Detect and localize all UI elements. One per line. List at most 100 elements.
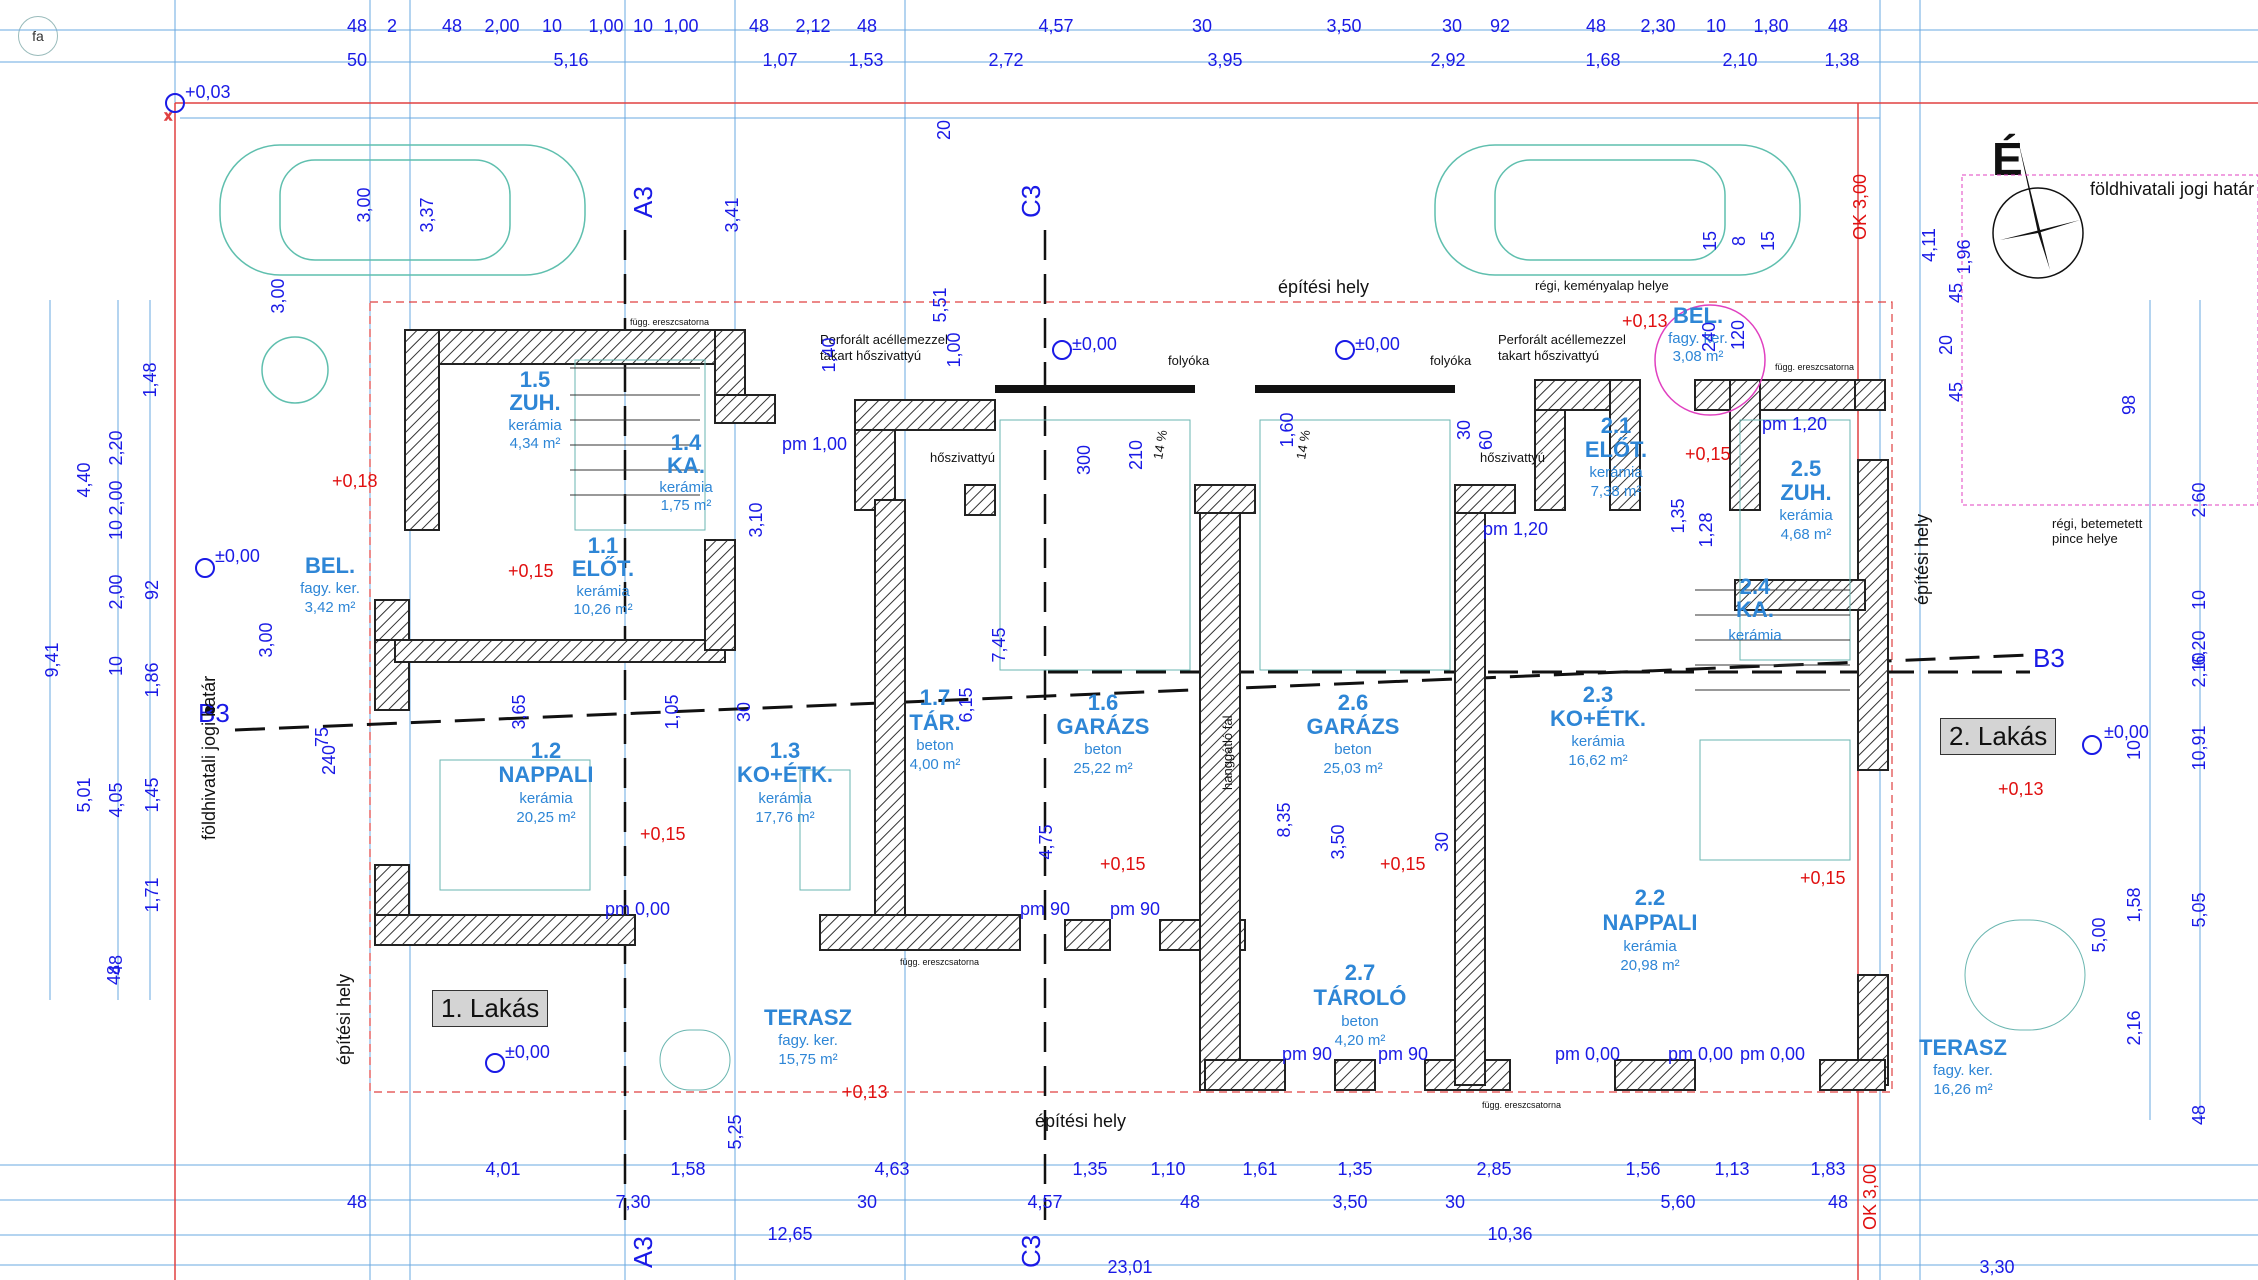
level-red-5: +0,15 — [1380, 854, 1426, 874]
dimension-label: 3,50 — [1326, 16, 1361, 36]
dimension-label: 45 — [1946, 382, 1966, 402]
building-envelope — [369, 301, 1893, 1093]
room-1-4-name: KA. — [667, 453, 705, 478]
dimension-label: 1,35 — [1337, 1159, 1372, 1179]
pm-11: pm 1,00 — [782, 434, 847, 454]
axis-b3-right: B3 — [2033, 643, 2065, 673]
dimension-label: 4,11 — [1919, 228, 1939, 262]
room-2-7-id: 2.7 — [1345, 960, 1376, 985]
dimension-label: 1,60 — [1277, 412, 1297, 447]
room-terasz-2-material: fagy. ker. — [1933, 1062, 1993, 1079]
room-1-5-area: 4,34 m² — [510, 435, 561, 452]
level-red-2: +0,15 — [508, 561, 554, 581]
dimension-label: 45 — [1946, 283, 1966, 303]
dimension-label: 12,65 — [767, 1224, 812, 1244]
dimension-label: 1,05 — [662, 694, 682, 729]
dimension-label: 48 — [1828, 16, 1848, 36]
parking-car-2 — [1434, 144, 1801, 276]
dimension-label: 1,00 — [944, 332, 964, 367]
level-red-3: +0,15 — [640, 824, 686, 844]
dimension-label: 5,51 — [930, 287, 950, 322]
room-2-3-area: 16,62 m² — [1568, 752, 1627, 769]
axis-b3-left: B3 — [198, 698, 230, 728]
room-1-1-area: 10,26 m² — [573, 601, 632, 618]
room-1-4-id: 1.4 — [671, 430, 702, 455]
room-2-2-name: NAPPALI — [1603, 910, 1698, 935]
room-1-2-name: NAPPALI — [499, 762, 594, 787]
dimension-label: 240 — [1699, 322, 1719, 352]
dimension-label: 1,40 — [819, 337, 839, 372]
dimension-label: 30 — [1192, 16, 1212, 36]
pm-2: pm 90 — [1020, 899, 1070, 919]
slope-1: 14 % — [1150, 428, 1170, 460]
dimension-label: 3,10 — [746, 502, 766, 537]
dimension-label: 4,40 — [74, 462, 94, 497]
north-label: É — [1992, 133, 2023, 185]
dimension-label: 1,53 — [848, 50, 883, 70]
dimension-label: 1,10 — [1150, 1159, 1185, 1179]
dimension-label: 2,30 — [1640, 16, 1675, 36]
dimension-label: 1,61 — [1242, 1159, 1277, 1179]
room-1-7-area: 4,00 m² — [910, 756, 961, 773]
dimension-label: 8,35 — [1274, 802, 1294, 837]
dimension-label: 48 — [1180, 1192, 1200, 1212]
dimension-label: 10 — [1706, 16, 1726, 36]
room-1-6-area: 25,22 m² — [1073, 760, 1132, 777]
dimension-label: 10 — [2189, 590, 2209, 610]
dimension-label: 1,96 — [1954, 239, 1974, 274]
room-1-6-name: GARÁZS — [1057, 714, 1150, 739]
dimension-label: 7,30 — [615, 1192, 650, 1212]
dimension-label: 10 — [542, 16, 562, 36]
room-1-2-area: 20,25 m² — [516, 809, 575, 826]
dimension-label: 2,10 — [2189, 652, 2209, 687]
slope-2: 14 % — [1293, 428, 1313, 460]
room-2-6-material: beton — [1334, 741, 1372, 758]
pm-10: pm 1,20 — [1762, 414, 1827, 434]
dimension-label: 3,50 — [1332, 1192, 1367, 1212]
dimension-label: 30 — [734, 702, 754, 722]
dimension-label: 3,65 — [509, 694, 529, 729]
dimension-label: 2,72 — [988, 50, 1023, 70]
room-2-2-area: 20,98 m² — [1620, 957, 1679, 974]
dimension-label: 2,00 — [484, 16, 519, 36]
dimension-label: 4,57 — [1027, 1192, 1062, 1212]
room-bel-1-material: fagy. ker. — [300, 580, 360, 597]
dimension-label: 15 — [1700, 231, 1720, 251]
level-red-9: +0,13 — [842, 1082, 888, 1102]
dimension-label: 92 — [1490, 16, 1510, 36]
dimension-label: 2,92 — [1430, 50, 1465, 70]
dimension-label: 3,00 — [354, 187, 374, 222]
note-folyoka-1: folyóka — [1168, 353, 1210, 368]
dimension-label: 48 — [347, 1192, 367, 1212]
drain-gutters — [995, 385, 1455, 393]
level-red-7: +0,15 — [1800, 868, 1846, 888]
room-1-3-area: 17,76 m² — [755, 809, 814, 826]
dimension-label: 10 — [106, 656, 126, 676]
dimension-label: 2,85 — [1476, 1159, 1511, 1179]
dimension-label: 30 — [1454, 420, 1474, 440]
room-2-7-name: TÁROLÓ — [1314, 985, 1407, 1010]
dimension-label: 50 — [347, 50, 367, 70]
level-red-1: +0,18 — [332, 471, 378, 491]
note-epitesi-hely-bottom: építési hely — [1035, 1111, 1126, 1131]
room-terasz-2-name: TERASZ — [1919, 1035, 2007, 1060]
page-badge: fa — [18, 16, 58, 56]
note-fugg-3: függ. ereszcsatorna — [1482, 1100, 1561, 1110]
north-arrow: É — [1992, 133, 2084, 279]
parking-car-1 — [219, 144, 586, 276]
dimension-label: 120 — [1728, 320, 1748, 350]
pm-3: pm 90 — [1110, 899, 1160, 919]
apartment-1-label: 1. Lakás — [432, 990, 549, 1027]
room-bel-1-area: 3,42 m² — [305, 599, 356, 616]
dimension-label: 1,13 — [1714, 1159, 1749, 1179]
walls — [374, 329, 1889, 1091]
room-1-3-name: KO+ÉTK. — [737, 762, 833, 787]
axis-a3-top: A3 — [628, 186, 658, 218]
dimension-label: 3,30 — [1979, 1257, 2014, 1277]
stairs-1 — [570, 367, 700, 496]
